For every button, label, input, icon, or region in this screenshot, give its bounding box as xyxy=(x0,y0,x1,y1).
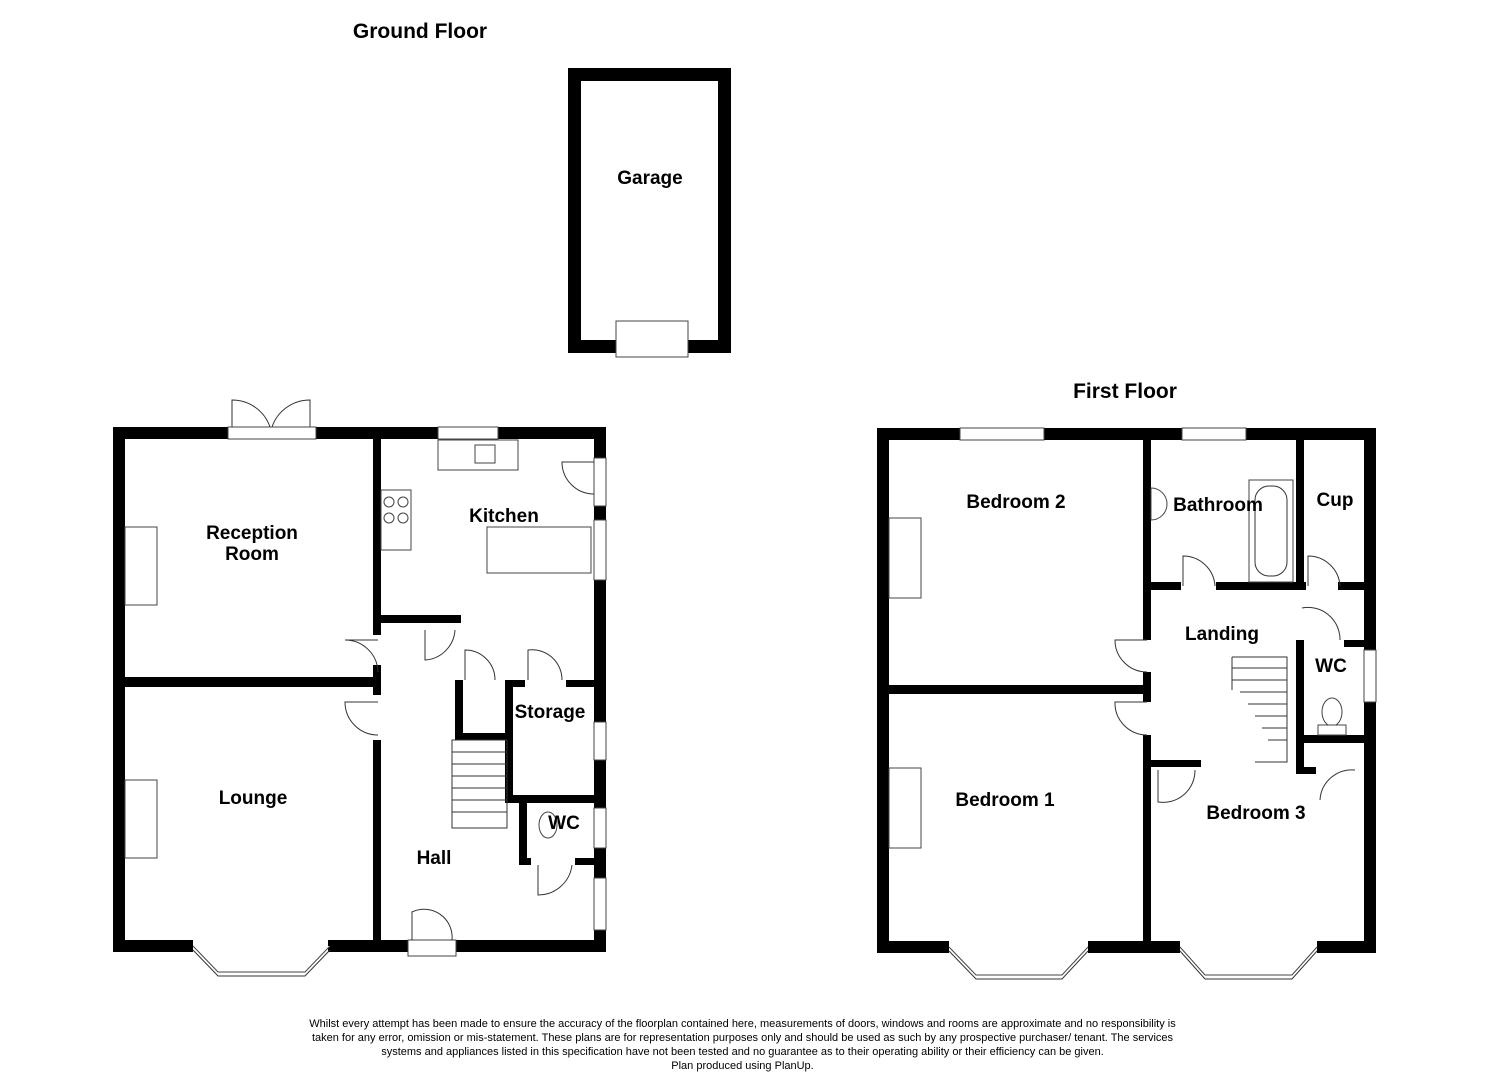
wc-first-label: WC xyxy=(1315,656,1347,677)
ground-floor-title: Ground Floor xyxy=(353,20,487,43)
bay-window-lounge xyxy=(192,945,331,973)
fireplace-lounge xyxy=(124,779,158,859)
disclaimer: Whilst every attempt has been made to en… xyxy=(240,1017,1245,1073)
ground-floor-plan xyxy=(113,399,607,977)
lounge-label: Lounge xyxy=(219,788,288,809)
kitchen-label: Kitchen xyxy=(469,506,539,527)
bathroom-label: Bathroom xyxy=(1173,495,1263,516)
first-floor-plan xyxy=(877,427,1377,980)
bedroom-3-label: Bedroom 3 xyxy=(1206,803,1305,824)
kitchen-island xyxy=(486,526,592,574)
bath xyxy=(1248,479,1294,583)
bedroom-1-label: Bedroom 1 xyxy=(955,790,1055,811)
bedroom-2-label: Bedroom 2 xyxy=(966,492,1065,513)
hall-label: Hall xyxy=(417,848,452,869)
garage-door xyxy=(615,320,689,358)
storage-label: Storage xyxy=(515,702,586,723)
wc-ground-label: WC xyxy=(548,813,580,834)
disclaimer-line-1: Whilst every attempt has been made to en… xyxy=(309,1018,1176,1030)
disclaimer-line-4: Plan produced using PlanUp. xyxy=(671,1060,814,1072)
garage-plan xyxy=(568,68,731,358)
disclaimer-line-2: taken for any error, omission or mis-sta… xyxy=(311,1032,1174,1044)
reception-room-label-2: Room xyxy=(225,544,279,565)
first-floor-title: First Floor xyxy=(1073,380,1177,403)
cup-label: Cup xyxy=(1317,490,1354,511)
garage-label: Garage xyxy=(617,168,682,189)
landing-label: Landing xyxy=(1185,624,1259,645)
reception-room-label-1: Reception xyxy=(206,523,298,544)
fireplace-reception xyxy=(124,526,158,606)
disclaimer-line-3: systems and appliances listed in this sp… xyxy=(381,1046,1104,1058)
